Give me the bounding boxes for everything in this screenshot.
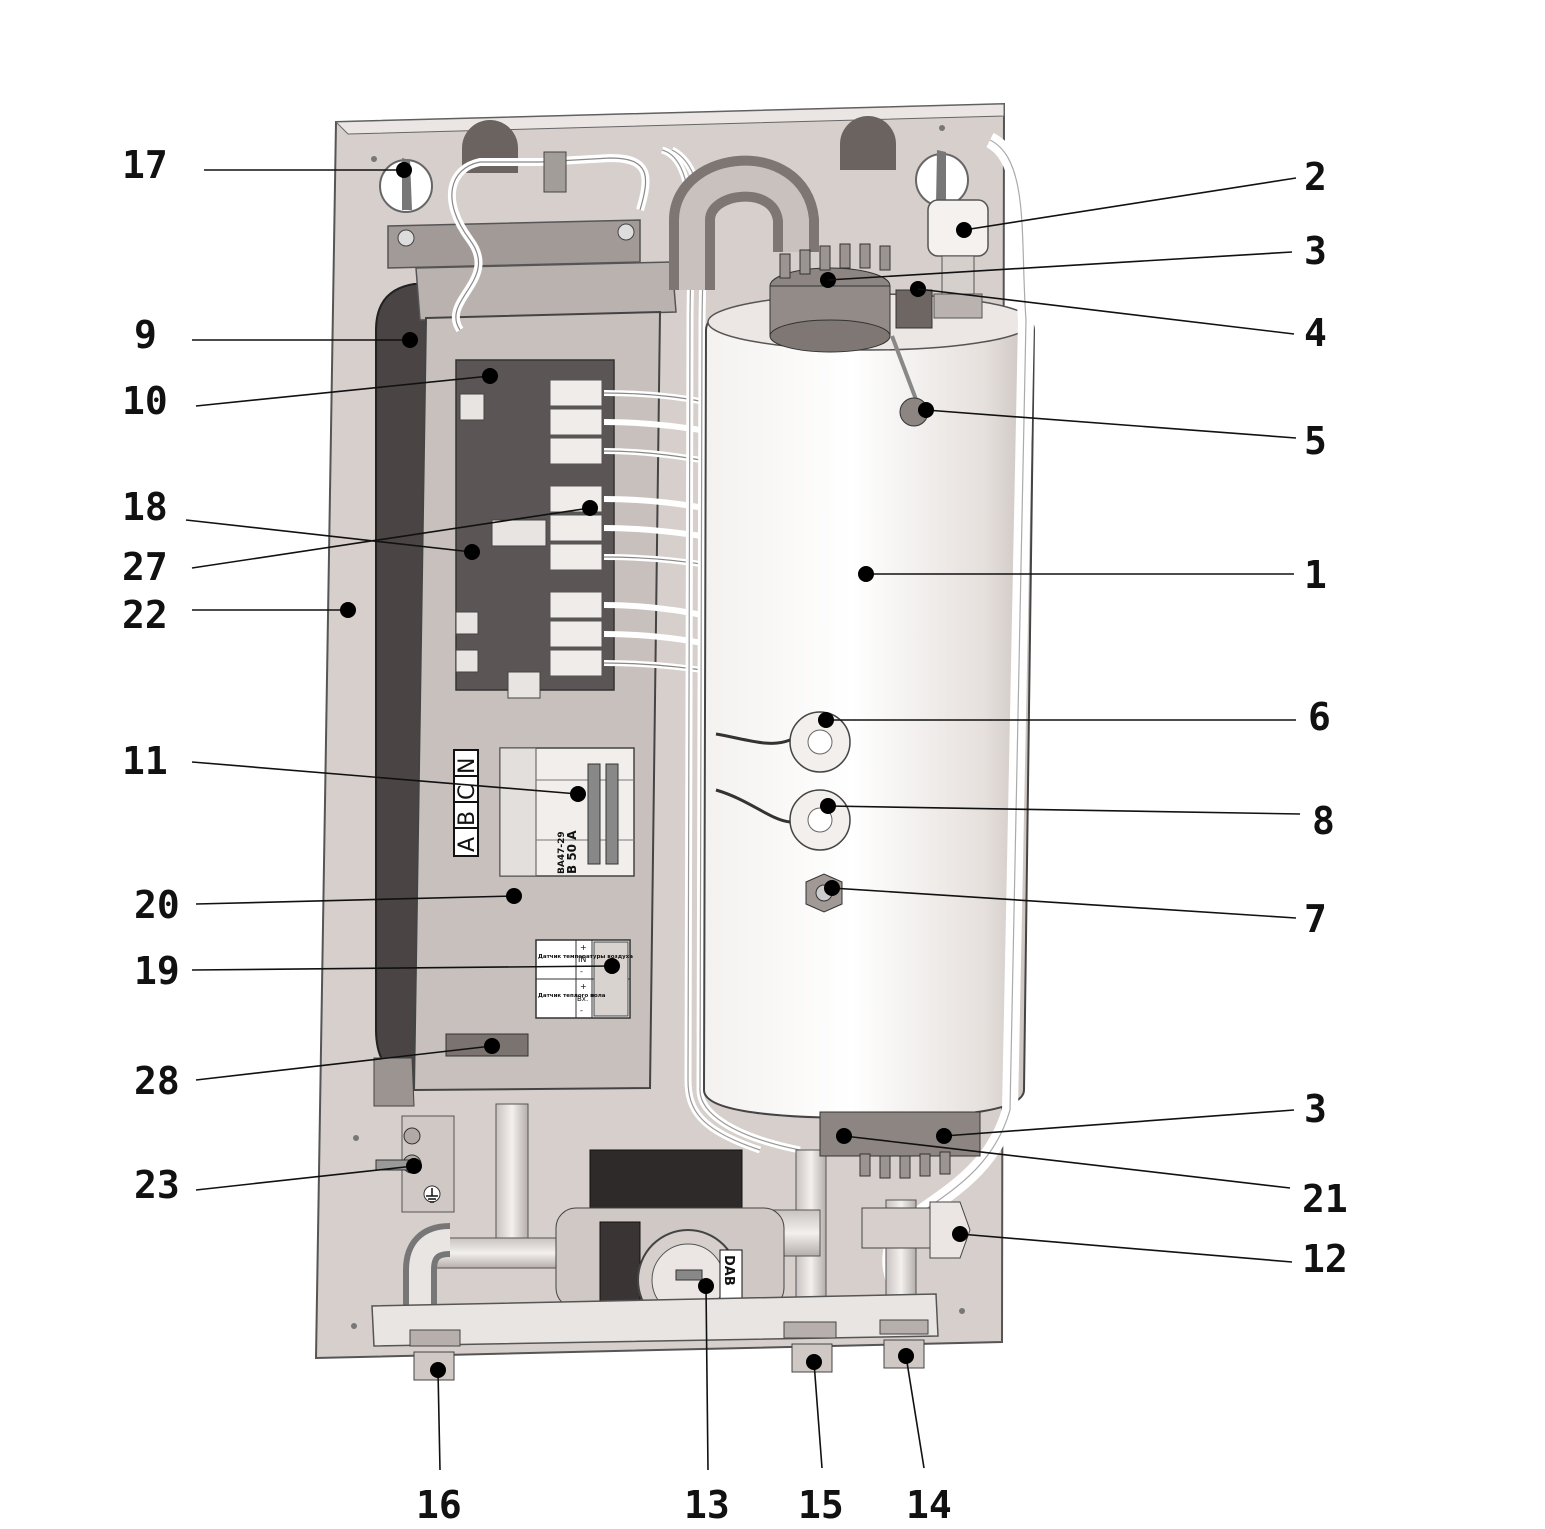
top-rail [387,219,641,269]
heater-terminals-top [779,243,891,279]
phase-label-c: C [455,785,480,800]
air-vent [927,199,989,319]
callout-17: 17 [122,143,168,187]
callout-3-top: 3 [1304,229,1327,273]
callout-21: 21 [1302,1177,1348,1221]
relay-group-middle [549,485,603,571]
phase-label-b: B [455,811,480,826]
callout-18: 18 [122,485,168,529]
floor-sensor-pin-in: Вх. [577,995,588,1003]
callout-8: 8 [1312,799,1335,843]
air-sensor-pin-plus: + [580,943,587,952]
leader-lines [185,169,1301,1471]
pump-brand-label: DAB [721,1255,736,1286]
floor-sensor-label: Датчик теплого пола [538,993,606,999]
pcb-connector-bottom [507,671,541,699]
circulation-pump [555,1149,785,1335]
callout-2: 2 [1304,155,1327,199]
overheat-sensor [715,711,851,773]
callout-9: 9 [134,313,157,357]
callout-10: 10 [122,379,168,423]
callout-11: 11 [122,739,168,783]
callout-12: 12 [1302,1237,1348,1281]
callout-23: 23 [134,1163,180,1207]
breaker-rating-text: B 50 A [565,830,579,874]
circuit-breaker [499,747,635,877]
callout-3-bottom: 3 [1304,1087,1327,1131]
callout-22: 22 [122,593,168,637]
control-box-top-bracket [415,261,677,321]
callout-15: 15 [798,1483,844,1527]
pcb-connector-left-2 [455,649,479,673]
relay-group-bottom [549,591,603,677]
floor-sensor-pin-minus: - [580,1006,583,1015]
phase-label-a: A [455,837,480,852]
callout-14: 14 [906,1483,952,1527]
heater-terminals-bottom [859,1151,951,1179]
pressure-sensor [895,289,933,329]
floor-sensor-pin-plus: + [580,982,587,991]
air-sensor-label: Датчик температуры воздуха [538,954,633,960]
pcb-connector-top [459,393,485,421]
callout-19: 19 [134,949,180,993]
callout-28: 28 [134,1059,180,1103]
air-sensor-pin-in: IN [578,955,586,964]
pcb-connector-left-1 [455,611,479,635]
sensor-terminal-block [535,939,631,1019]
phase-labels: A B C N [453,749,480,857]
callout-5: 5 [1304,419,1327,463]
pressure-relief-valve [861,1201,971,1259]
heater-tank [702,294,1036,1120]
breaker-model-text: BA47-29 [557,831,567,874]
relay-group-top [549,379,603,465]
pcb-connector-mid [491,519,547,547]
callout-20: 20 [134,883,180,927]
callout-27: 27 [122,545,168,589]
mounting-cutout-right [840,116,896,170]
callout-16: 16 [416,1483,462,1527]
callout-dots [340,162,972,1378]
callout-7: 7 [1304,897,1327,941]
air-sensor-pin-minus: - [580,967,583,976]
callout-4: 4 [1304,311,1327,355]
phase-label-n: N [455,758,480,774]
callout-1: 1 [1304,553,1327,597]
callout-13: 13 [684,1483,730,1527]
callout-6: 6 [1308,695,1331,739]
